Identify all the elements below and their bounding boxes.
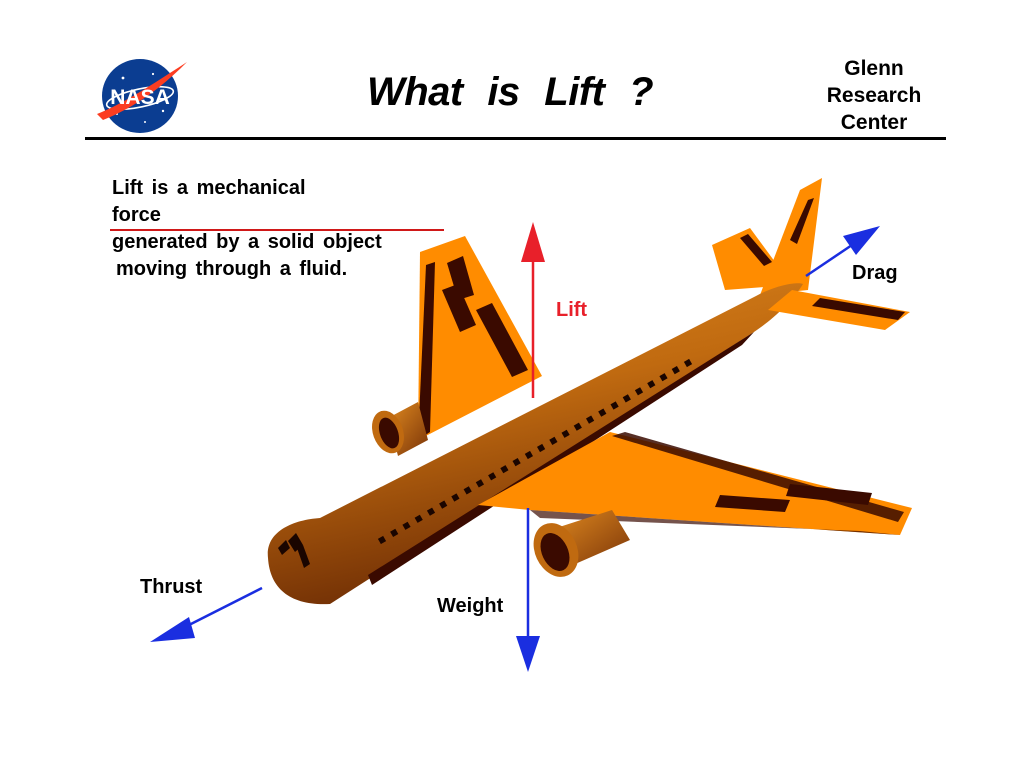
page-title: What is Lift ?: [366, 70, 654, 114]
cabin-window: [683, 358, 693, 368]
cabin-window: [463, 486, 472, 495]
cabin-window: [561, 429, 570, 438]
cabin-window: [439, 500, 448, 509]
cabin-window: [598, 408, 607, 417]
lift-definition-line-1: Lift is a mechanical force: [110, 175, 444, 231]
right-engine: [533, 510, 630, 577]
cabin-window: [622, 394, 631, 403]
center-name-line-1: Glenn: [844, 57, 904, 80]
nasa-logo-text: NASA: [110, 86, 170, 109]
lift-label: Lift: [556, 299, 588, 321]
force-link-underline: [110, 229, 444, 231]
left-engine: [372, 402, 428, 456]
cabin-window: [488, 472, 497, 481]
lift-definition-line-2: generated by a solid object: [112, 231, 382, 253]
cabin-window: [500, 465, 509, 474]
cabin-windows: [377, 358, 693, 545]
cabin-window: [659, 373, 668, 382]
cabin-window: [475, 479, 484, 488]
center-name-line-2: Research: [826, 84, 922, 107]
cabin-window: [573, 422, 582, 431]
cabin-window: [402, 521, 411, 530]
cabin-window: [586, 415, 595, 424]
center-name-line-3: Center: [840, 111, 908, 134]
cabin-window: [537, 443, 546, 453]
left-wing: [418, 236, 542, 440]
cabin-window: [377, 535, 387, 545]
weight-arrow: [516, 508, 540, 672]
cabin-window: [390, 528, 399, 537]
cockpit-windows: [278, 533, 310, 568]
cabin-window: [451, 493, 460, 502]
weight-label: Weight: [437, 595, 504, 617]
drag-arrow: [805, 226, 880, 278]
thrust-arrow: [150, 586, 263, 642]
lift-definition: Lift is a mechanical force generated by …: [110, 175, 444, 283]
cabin-window: [634, 387, 644, 396]
right-stabilizer: [768, 290, 910, 330]
center-name: Glenn Research Center: [810, 55, 938, 136]
nasa-logo: NASA: [97, 59, 187, 133]
lift-arrow: [521, 222, 545, 398]
left-stabilizer: [712, 228, 792, 290]
cabin-window: [426, 507, 436, 516]
header-divider: [85, 137, 946, 140]
cabin-window: [549, 436, 558, 445]
lift-definition-line-3: moving through a fluid.: [116, 258, 348, 280]
cabin-window: [524, 450, 533, 460]
right-wing: [478, 432, 912, 535]
cabin-window: [647, 380, 656, 389]
cabin-window: [610, 401, 619, 410]
force-link[interactable]: force: [110, 202, 444, 231]
cabin-window: [671, 366, 680, 375]
drag-label: Drag: [852, 262, 898, 284]
fuselage: [267, 283, 803, 605]
thrust-label: Thrust: [140, 576, 203, 598]
cabin-window: [512, 458, 521, 467]
cabin-window: [414, 514, 423, 523]
